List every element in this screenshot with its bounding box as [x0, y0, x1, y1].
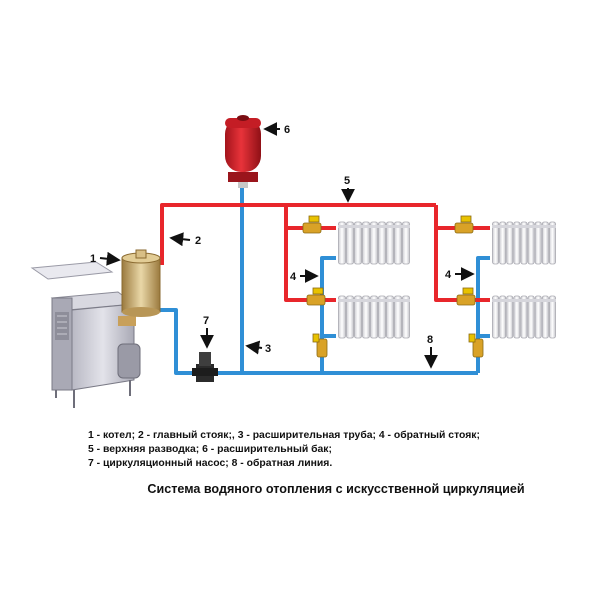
valve-upper-right-supply	[454, 215, 474, 234]
radiator-section	[346, 295, 354, 339]
radiator-top-collector	[338, 299, 410, 302]
radiator-section	[386, 295, 394, 339]
valve-handle	[460, 215, 472, 223]
radiator-section	[338, 221, 346, 265]
valve-handle	[312, 333, 320, 343]
radiator-section	[354, 295, 362, 339]
radiator-section	[346, 221, 354, 265]
valve-body	[472, 338, 484, 358]
radiator-section	[499, 295, 507, 339]
radiator-section	[541, 295, 549, 339]
boiler	[30, 249, 161, 408]
valve-handle	[312, 287, 324, 295]
boiler-grill	[55, 312, 69, 340]
radiator-section	[520, 221, 528, 265]
boiler-door	[117, 343, 141, 379]
radiator-section	[506, 295, 514, 339]
return-line	[158, 308, 478, 375]
valve-lower-left-supply	[306, 287, 326, 306]
supply-pipes	[160, 203, 490, 302]
radiator-upper-left	[338, 221, 410, 265]
callout-7: 7	[203, 315, 209, 327]
radiator-top-collector	[492, 299, 556, 302]
radiators	[338, 221, 556, 339]
callout-1: 1	[90, 253, 96, 265]
radiator-section	[394, 221, 402, 265]
callout-8: 8	[427, 334, 433, 346]
radiator-section	[541, 221, 549, 265]
valve-body	[454, 222, 474, 234]
callout-4-left: 4	[290, 271, 297, 283]
boiler-outlet	[118, 316, 136, 326]
circulation-pump	[192, 352, 218, 382]
callout-2: 2	[195, 235, 201, 247]
radiator-section	[492, 295, 500, 339]
boiler-front	[51, 297, 73, 391]
arrow-1	[99, 251, 121, 266]
radiator-section	[386, 221, 394, 265]
valve-handle	[468, 333, 476, 343]
radiator-section	[378, 221, 386, 265]
diagram-caption: Система водяного отопления с искусственн…	[147, 482, 525, 496]
valve-left-return	[312, 333, 328, 358]
radiator-section	[548, 221, 556, 265]
legend-line-2: 5 - верхняя разводка; 6 - расширительный…	[88, 444, 332, 455]
callout-4-right: 4	[445, 269, 452, 281]
valve-upper-left-supply	[302, 215, 322, 234]
valve-right-return	[468, 333, 484, 358]
arrow-3	[245, 340, 263, 355]
radiator-section	[548, 295, 556, 339]
radiator-top-collector	[338, 225, 410, 228]
arrow-2	[169, 232, 191, 247]
callout-3: 3	[265, 343, 271, 355]
radiator-section	[520, 295, 528, 339]
radiator-section	[513, 295, 521, 339]
radiator-section	[402, 295, 410, 339]
return-pipes	[158, 188, 490, 375]
radiator-section	[378, 295, 386, 339]
valve-body	[316, 338, 328, 358]
radiator-section	[394, 295, 402, 339]
radiator-section	[338, 295, 346, 339]
radiator-top-collector	[492, 225, 556, 228]
radiator-section	[534, 295, 542, 339]
valve-body	[456, 294, 476, 306]
radiator-section	[370, 221, 378, 265]
callouts: 1 2 3 4 4 5 6 7 8	[90, 122, 475, 369]
radiator-section	[362, 295, 370, 339]
radiator-section	[370, 295, 378, 339]
legend-line-3: 7 - циркуляционный насос; 8 - обратная л…	[88, 458, 333, 469]
valve-body	[306, 294, 326, 306]
heating-system-diagram: 1 2 3 4 4 5 6 7 8	[30, 115, 556, 408]
legend-line-1: 1 - котел; 2 - главный стояк;, 3 - расши…	[88, 430, 480, 441]
callout-6: 6	[284, 124, 290, 136]
radiator-section	[499, 221, 507, 265]
valve-body	[302, 222, 322, 234]
callout-5: 5	[344, 175, 350, 187]
radiator-lower-left	[338, 295, 410, 339]
radiator-section	[402, 221, 410, 265]
radiator-section	[492, 221, 500, 265]
valve-handle	[308, 215, 320, 223]
radiator-section	[354, 221, 362, 265]
radiator-upper-right	[492, 221, 556, 265]
valve-handle	[462, 287, 474, 295]
legend: 1 - котел; 2 - главный стояк;, 3 - расши…	[88, 429, 578, 471]
radiator-section	[506, 221, 514, 265]
boiler-lid	[30, 261, 114, 280]
radiator-section	[527, 295, 535, 339]
valves	[302, 215, 484, 358]
heat-exchanger	[121, 249, 161, 317]
radiator-section	[513, 221, 521, 265]
expansion-tank	[225, 115, 261, 188]
valve-lower-right-supply	[456, 287, 476, 306]
radiator-section	[362, 221, 370, 265]
radiator-lower-right	[492, 295, 556, 339]
radiator-section	[527, 221, 535, 265]
main-riser	[160, 203, 436, 265]
radiator-section	[534, 221, 542, 265]
